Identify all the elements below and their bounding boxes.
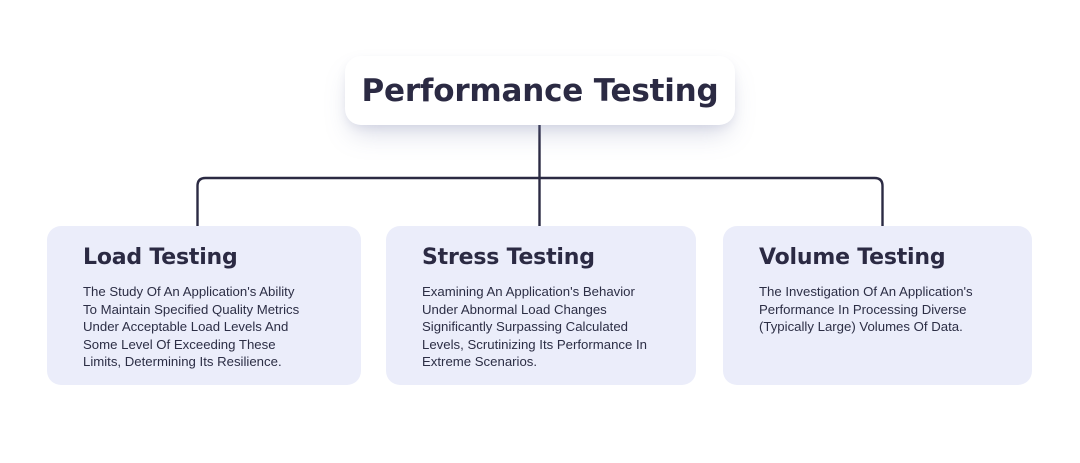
connector-left-branch xyxy=(196,176,540,226)
node-card-load-testing[interactable]: Load Testing The Study Of An Application… xyxy=(47,226,361,385)
node-card-title: Load Testing xyxy=(83,245,238,270)
root-node-title: Performance Testing xyxy=(361,72,719,109)
node-card-description: The Investigation Of An Application's Pe… xyxy=(759,284,973,335)
node-card-stress-testing[interactable]: Stress Testing Examining An Application'… xyxy=(386,226,696,385)
connector-right-branch xyxy=(539,176,884,226)
root-node-performance-testing[interactable]: Performance Testing xyxy=(345,56,735,125)
node-card-description: The Study Of An Application's Ability To… xyxy=(83,284,300,370)
node-card-volume-testing[interactable]: Volume Testing The Investigation Of An A… xyxy=(723,226,1032,385)
node-card-title: Stress Testing xyxy=(422,245,595,270)
node-card-title: Volume Testing xyxy=(759,245,946,270)
node-card-description: Examining An Application's Behavior Unde… xyxy=(422,284,648,370)
